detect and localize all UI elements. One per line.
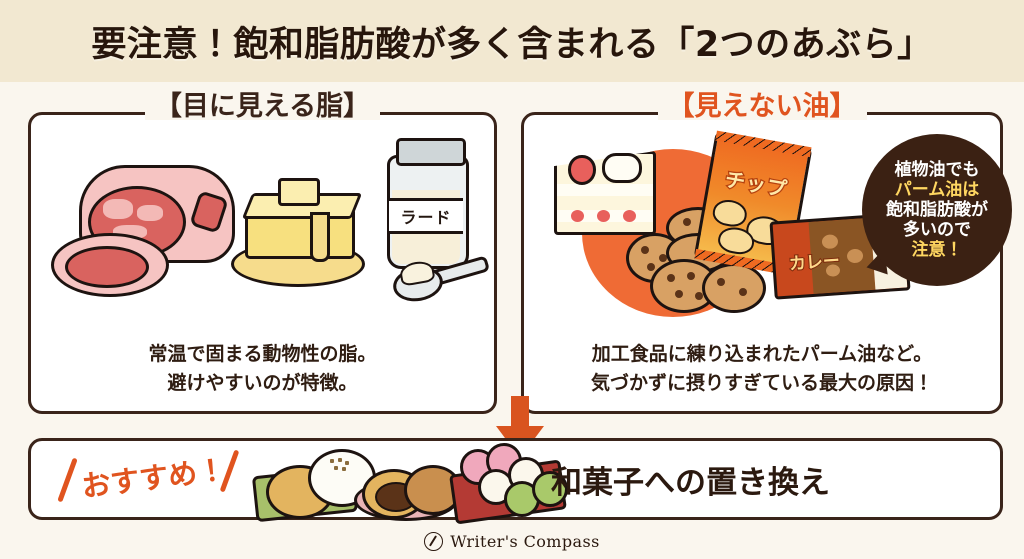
wagashi-illustration — [246, 437, 568, 525]
butter-knob — [278, 178, 320, 206]
header-band: 要注意！飽和脂肪酸が多く含まれる「2つのあぶら」 — [0, 0, 1024, 82]
panel-left-caption: 常温で固まる動物性の脂。 避けやすいのが特徴。 — [31, 340, 494, 397]
bubble-line-3: 飽和脂肪酸が — [886, 199, 988, 220]
left-illustration-group: ラード — [31, 121, 494, 333]
pork-slice-icon — [51, 233, 169, 297]
lard-jar-label: ラード — [389, 198, 463, 234]
bubble-line-1: 植物油でも — [894, 159, 980, 180]
cake-cream-layer — [557, 184, 653, 196]
panel-right-caption-line2: 気づかずに摂りすぎている最大の原因！ — [590, 371, 933, 394]
panel-right-caption-line1: 加工食品に練り込まれたパーム油など。 — [591, 343, 933, 365]
butter-icon — [241, 178, 363, 262]
pork-fat-vein — [189, 190, 229, 234]
panel-left-heading: 【目に見える脂】 — [31, 93, 494, 120]
cake-berry — [597, 210, 610, 222]
panel-left-heading-label: 【目に見える脂】 — [144, 93, 381, 120]
recommend-label: おすすめ！ — [79, 452, 228, 504]
lard-jar-lid — [396, 138, 466, 166]
right-illustration-group: チップ カレー — [524, 121, 1000, 333]
page-title: 要注意！飽和脂肪酸が多く含まれる「2つのあぶら」 — [91, 24, 933, 65]
chip-bag-top-seal — [715, 130, 812, 158]
footer: Writer's Compass — [0, 524, 1024, 559]
panel-visible-fat: 【目に見える脂】 — [28, 93, 497, 414]
banner-title: 和菓子への置き換え — [551, 465, 830, 501]
panel-right-caption: 加工食品に練り込まれたパーム油など。 気づかずに摂りすぎている最大の原因！ — [524, 340, 1000, 397]
bubble-line-5: 注意！ — [911, 240, 963, 261]
cookie-icon — [702, 263, 766, 313]
recommendation-banner: おすすめ！ 和菓子への置き換え — [28, 437, 1003, 525]
compass-icon — [424, 532, 444, 551]
slash-mark-left — [57, 457, 78, 503]
panel-left-caption-line1: 常温で固まる動物性の脂。 — [148, 343, 377, 365]
panel-right-heading: 【見えない油】 — [524, 93, 1000, 120]
brand-name: Writer's Compass — [450, 532, 600, 551]
cake-cream-swirl — [602, 153, 642, 183]
palm-oil-warning-bubble: 植物油でも パーム油は 飽和脂肪酸が 多いので 注意！ — [862, 134, 1012, 286]
bubble-line-2: パーム油は — [894, 179, 980, 200]
cake-berry — [571, 210, 584, 222]
panel-right-heading-label: 【見えない油】 — [657, 93, 867, 120]
manju-seed-dots — [328, 457, 350, 471]
bubble-line-4: 多いので — [903, 220, 971, 241]
chip-bag-label: チップ — [722, 166, 791, 203]
pork-slice-center — [65, 246, 149, 288]
cake-berry — [623, 210, 636, 222]
curry-box-label: カレー — [787, 250, 841, 276]
lard-jar-icon: ラード — [387, 138, 469, 269]
dango-green — [532, 471, 568, 507]
panel-left-caption-line2: 避けやすいのが特徴。 — [167, 371, 358, 394]
cake-strawberry-icon — [568, 155, 596, 185]
butter-drip — [310, 212, 330, 262]
